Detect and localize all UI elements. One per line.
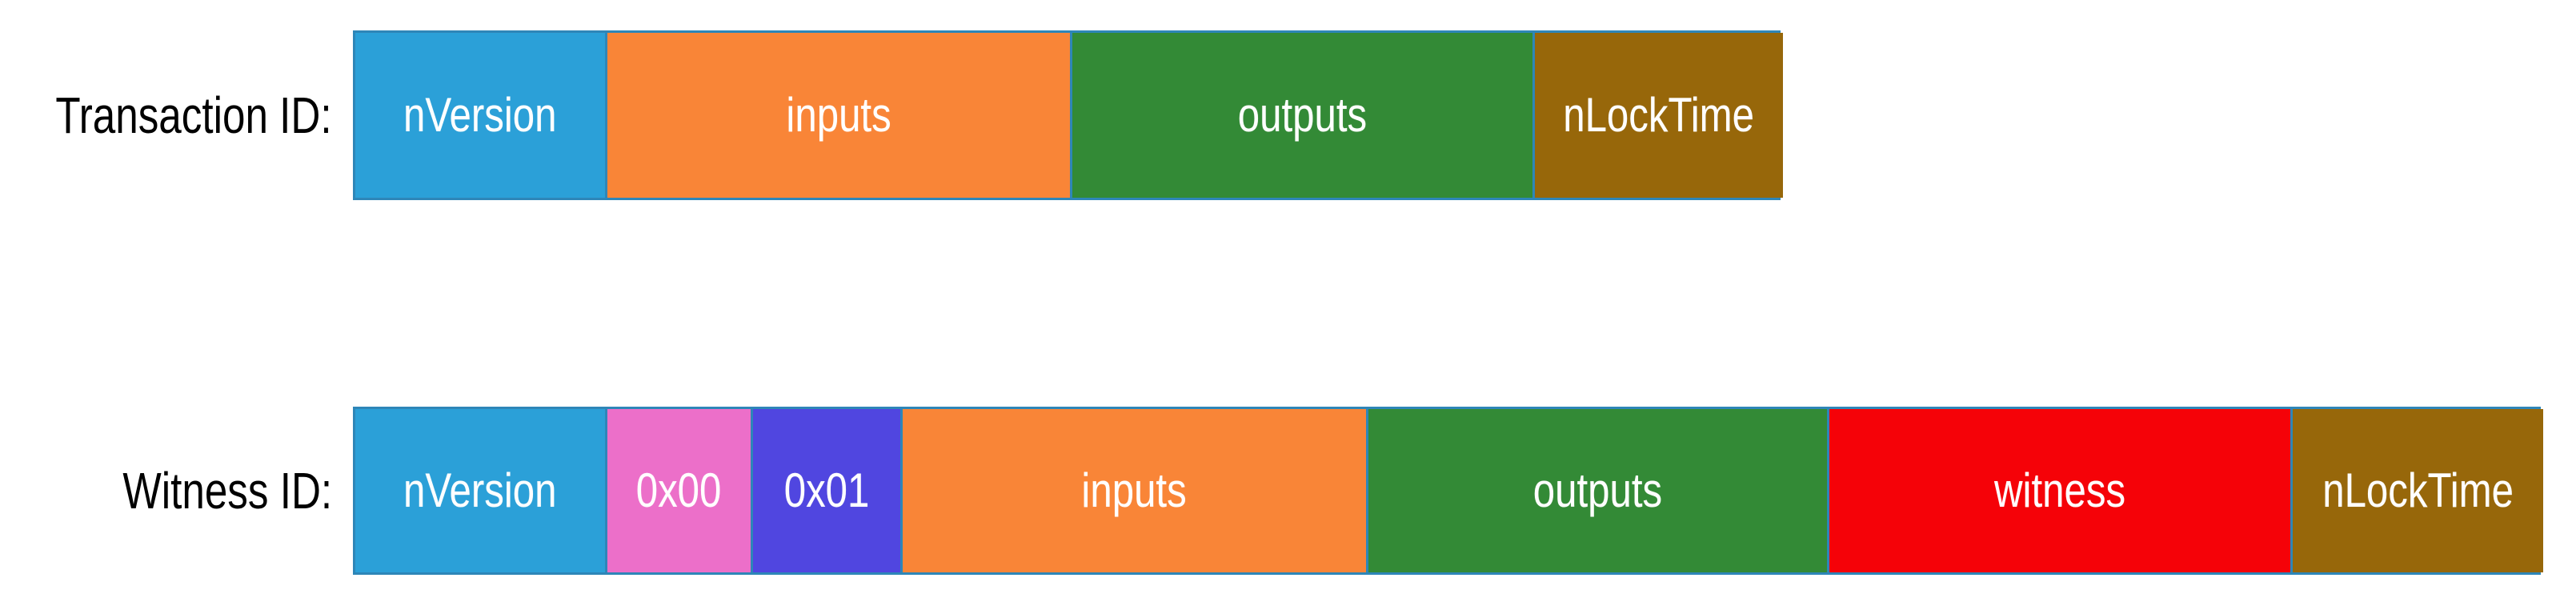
segment-nlocktime: nLockTime (1535, 33, 1783, 198)
segment-nlocktime-label: nLockTime (2322, 464, 2514, 517)
row-label-transaction-id-text: Transaction ID: (55, 86, 332, 144)
segment-flag-0x01: 0x01 (753, 409, 903, 572)
segment-witness: witness (1829, 409, 2293, 572)
segment-nversion: nVersion (355, 33, 607, 198)
segment-witness-label: witness (1993, 464, 2126, 517)
segment-marker-0x00: 0x00 (607, 409, 753, 572)
segment-outputs: outputs (1368, 409, 1829, 572)
segment-inputs-label: inputs (786, 88, 891, 142)
row-transaction-id: Transaction ID: nVersion inputs outputs … (56, 30, 1783, 200)
segment-nversion: nVersion (355, 409, 607, 572)
bar-transaction-id: nVersion inputs outputs nLockTime (353, 30, 1783, 200)
row-witness-id: Witness ID: nVersion 0x00 0x01 inputs ou… (122, 407, 2543, 575)
bar-witness-id: nVersion 0x00 0x01 inputs outputs witnes… (353, 407, 2543, 575)
segment-outputs: outputs (1072, 33, 1535, 198)
row-label-witness-id-text: Witness ID: (122, 462, 332, 520)
segment-inputs: inputs (903, 409, 1368, 572)
segment-nversion-label: nVersion (403, 464, 557, 517)
segment-inputs: inputs (607, 33, 1072, 198)
segment-outputs-label: outputs (1532, 464, 1663, 517)
segment-nlocktime-label: nLockTime (1563, 88, 1755, 142)
segment-outputs-label: outputs (1237, 88, 1368, 142)
segment-inputs-label: inputs (1081, 464, 1188, 517)
segment-nlocktime: nLockTime (2293, 409, 2543, 572)
row-label-transaction-id: Transaction ID: (0, 90, 353, 141)
segment-nversion-label: nVersion (403, 88, 557, 142)
row-label-witness-id: Witness ID: (70, 465, 353, 516)
segment-flag-0x01-label: 0x01 (783, 464, 870, 517)
segment-marker-0x00-label: 0x00 (636, 464, 722, 517)
